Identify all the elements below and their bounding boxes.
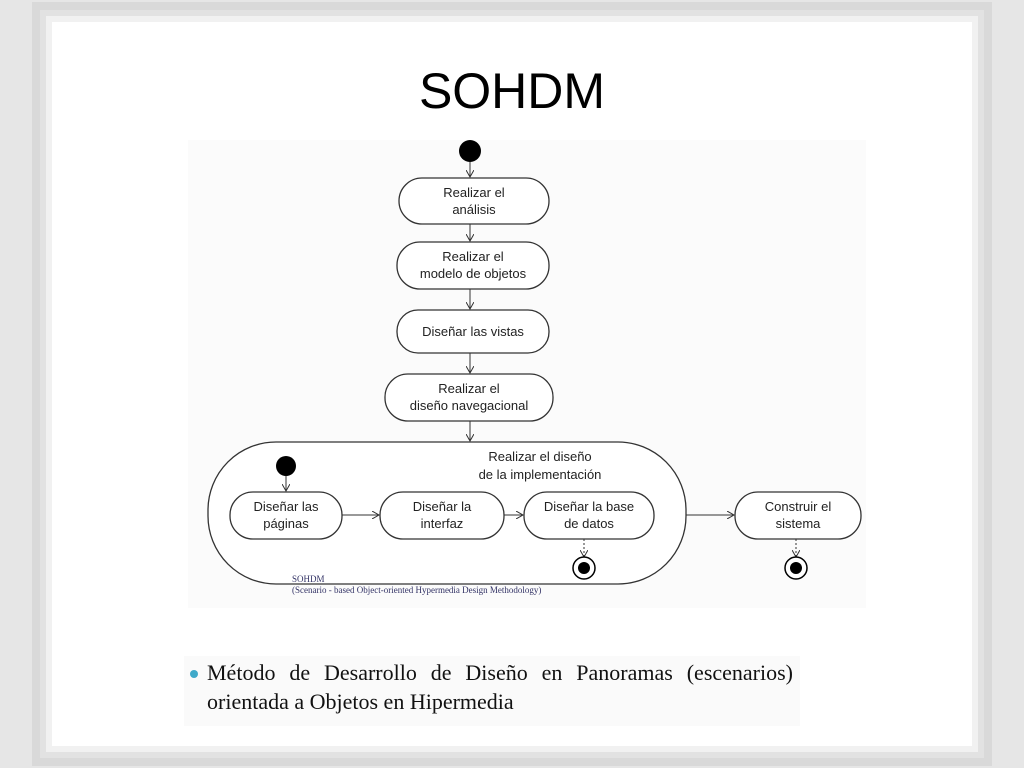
node-base-datos-line2: de datos	[564, 516, 614, 531]
node-base-datos-line1: Diseñar la base	[544, 499, 634, 514]
final-node	[784, 556, 808, 580]
node-modelo-objetos: Realizar el modelo de objetos	[396, 241, 550, 290]
activity-diagram: Realizar el análisis Realizar el modelo …	[207, 140, 862, 595]
node-vistas: Diseñar las vistas	[396, 309, 550, 354]
slide-title: SOHDM	[418, 63, 606, 119]
node-paginas-line1: Diseñar las	[253, 499, 319, 514]
inner-final-node	[572, 556, 596, 580]
node-interfaz-line1: Diseñar la	[413, 499, 472, 514]
node-navegacional-line1: Realizar el	[438, 381, 500, 396]
bullet-dot-icon	[190, 670, 198, 678]
node-analisis: Realizar el análisis	[398, 177, 550, 225]
node-implementacion-line2: de la implementación	[479, 467, 602, 482]
node-modelo-line1: Realizar el	[442, 249, 504, 264]
node-implementacion-line1: Realizar el diseño	[488, 449, 591, 464]
diagram-panel: Realizar el análisis Realizar el modelo …	[188, 140, 866, 608]
node-vistas-line1: Diseñar las vistas	[422, 324, 524, 339]
node-modelo-line2: modelo de objetos	[420, 266, 527, 281]
node-interfaz: Diseñar la interfaz	[379, 491, 505, 540]
node-analisis-line1: Realizar el	[443, 185, 505, 200]
node-analisis-line2: análisis	[452, 202, 496, 217]
diagram-caption-line2: (Scenario - based Object-oriented Hyperm…	[292, 585, 541, 595]
bullet-area	[184, 656, 800, 726]
node-interfaz-line2: interfaz	[421, 516, 464, 531]
inner-initial-node	[276, 456, 296, 476]
node-construir-line1: Construir el	[765, 499, 832, 514]
bullet-text: Método de Desarrollo de Diseño en Panora…	[207, 660, 793, 714]
node-construir: Construir el sistema	[734, 491, 862, 540]
node-base-datos: Diseñar la base de datos	[523, 491, 655, 540]
node-navegacional-line2: diseño navegacional	[410, 398, 529, 413]
diagram-caption-line1: SOHDM	[292, 574, 325, 584]
node-paginas: Diseñar las páginas	[229, 491, 343, 540]
node-navegacional: Realizar el diseño navegacional	[384, 373, 554, 422]
node-construir-line2: sistema	[776, 516, 822, 531]
node-paginas-line2: páginas	[263, 516, 309, 531]
initial-node	[459, 140, 481, 162]
